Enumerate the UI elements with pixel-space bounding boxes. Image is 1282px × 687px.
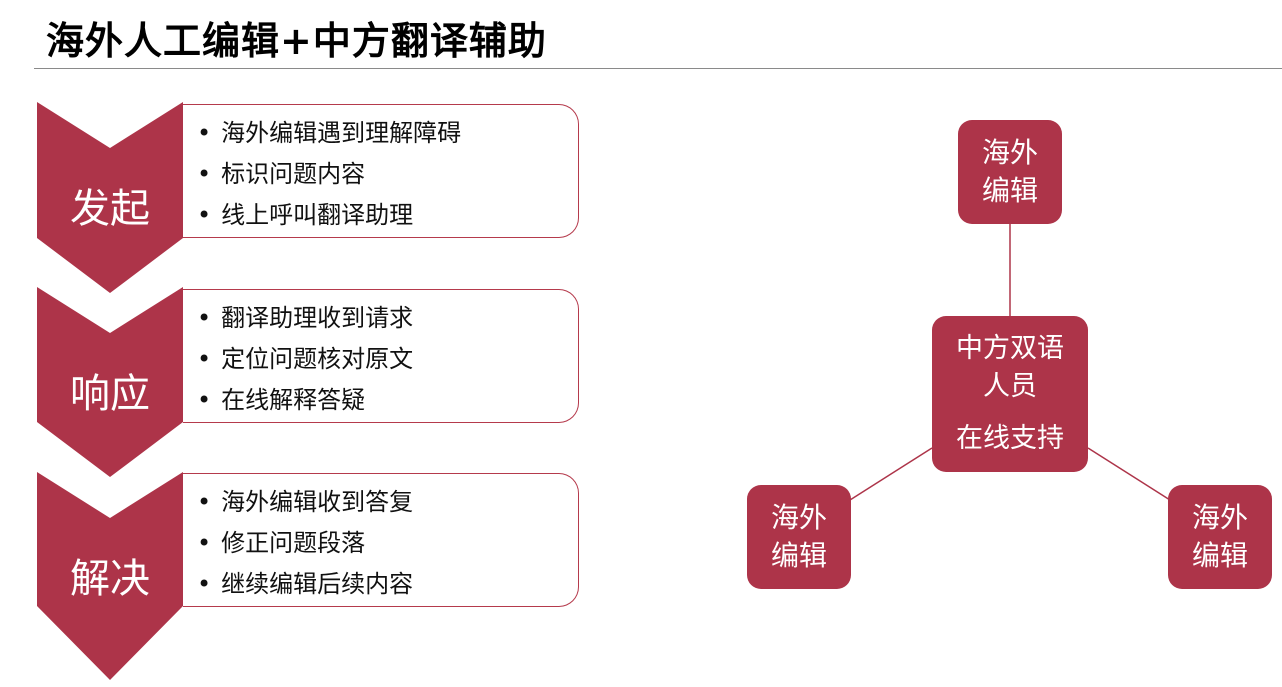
- stage-box-resolve: 海外编辑收到答复 修正问题段落 继续编辑后续内容: [183, 473, 579, 607]
- node-text: 中方双语: [956, 333, 1064, 364]
- node-overseas-editor-left: 海外 编辑: [747, 485, 851, 589]
- list-item: 线上呼叫翻译助理: [197, 195, 578, 236]
- node-text: 编辑: [981, 174, 1038, 207]
- process-flow: [37, 102, 183, 680]
- page-title: 海外人工编辑+中方翻译辅助: [46, 19, 547, 63]
- node-text: 人员: [983, 371, 1037, 402]
- stage-label-initiate: 发起: [70, 186, 150, 232]
- list-item: 海外编辑遇到理解障碍: [197, 113, 578, 154]
- list-item: 在线解释答疑: [197, 380, 578, 421]
- node-overseas-editor-top: 海外 编辑: [958, 120, 1062, 224]
- stage-box-respond: 翻译助理收到请求 定位问题核对原文 在线解释答疑: [183, 289, 579, 423]
- stage-chevron-resolve: [37, 472, 183, 680]
- list-item: 标识问题内容: [197, 154, 578, 195]
- node-text: 海外: [981, 136, 1038, 169]
- node-text: 海外: [770, 501, 827, 534]
- connector-right: [1087, 447, 1171, 501]
- list-item: 定位问题核对原文: [197, 339, 578, 380]
- list-item: 海外编辑收到答复: [197, 482, 578, 523]
- list-item: 翻译助理收到请求: [197, 298, 578, 339]
- node-text: 海外: [1191, 501, 1248, 534]
- stage-label-respond: 响应: [70, 371, 150, 417]
- node-overseas-editor-right: 海外 编辑: [1168, 485, 1272, 589]
- connector-left: [849, 447, 933, 501]
- stage-box-initiate: 海外编辑遇到理解障碍 标识问题内容 线上呼叫翻译助理: [183, 104, 579, 238]
- node-text: 编辑: [1191, 539, 1248, 572]
- stage-label-resolve: 解决: [70, 556, 150, 602]
- list-item: 继续编辑后续内容: [197, 564, 578, 605]
- node-text: 编辑: [770, 539, 827, 572]
- list-item: 修正问题段落: [197, 523, 578, 564]
- title-divider: [34, 68, 1282, 69]
- stage-chevron-respond: [37, 287, 183, 477]
- node-bilingual-support: 中方双语 人员 在线支持: [932, 316, 1088, 472]
- stage-chevron-initiate: [37, 102, 183, 293]
- node-text: 在线支持: [956, 423, 1064, 454]
